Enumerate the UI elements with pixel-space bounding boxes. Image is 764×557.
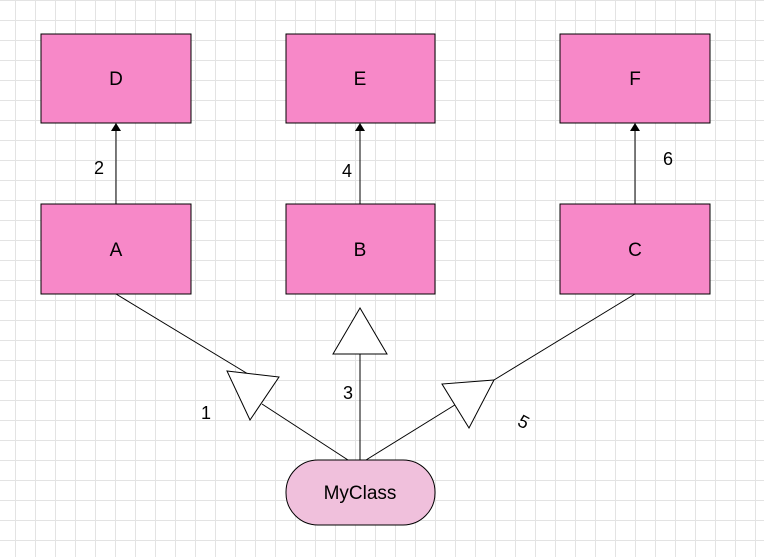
class-box-b-label: B <box>354 240 367 261</box>
edge-myclass-to-a-upper[interactable] <box>115 293 254 378</box>
class-box-e-label: E <box>354 69 367 90</box>
myclass-node-label: MyClass <box>324 483 397 504</box>
edge-label-myclass-to-b: 3 <box>343 383 353 403</box>
class-box-f[interactable]: F <box>559 33 711 124</box>
inheritance-triangle-b <box>332 307 388 355</box>
edge-label-b-to-e: 4 <box>342 161 352 181</box>
inheritance-triangle-a <box>226 370 280 422</box>
edge-myclass-to-c[interactable] <box>365 402 459 461</box>
class-box-e[interactable]: E <box>285 33 436 124</box>
edge-myclass-to-a[interactable] <box>261 403 349 461</box>
class-box-a[interactable]: A <box>40 203 192 295</box>
class-box-b[interactable]: B <box>285 203 436 295</box>
myclass-node[interactable]: MyClass <box>285 459 436 526</box>
class-box-d-label: D <box>109 69 123 90</box>
class-box-c[interactable]: C <box>559 203 711 295</box>
class-box-f-label: F <box>629 69 641 90</box>
edge-label-a-to-d: 2 <box>94 158 104 178</box>
class-box-c-label: C <box>628 240 642 261</box>
class-box-d[interactable]: D <box>40 33 192 124</box>
inheritance-triangle-c <box>441 379 495 430</box>
edge-myclass-to-c-upper[interactable] <box>493 293 636 381</box>
edge-label-c-to-f: 6 <box>663 149 673 169</box>
class-box-a-label: A <box>110 240 123 261</box>
edge-label-myclass-to-a: 1 <box>201 403 211 423</box>
edge-label-myclass-to-c: 5 <box>514 411 532 433</box>
